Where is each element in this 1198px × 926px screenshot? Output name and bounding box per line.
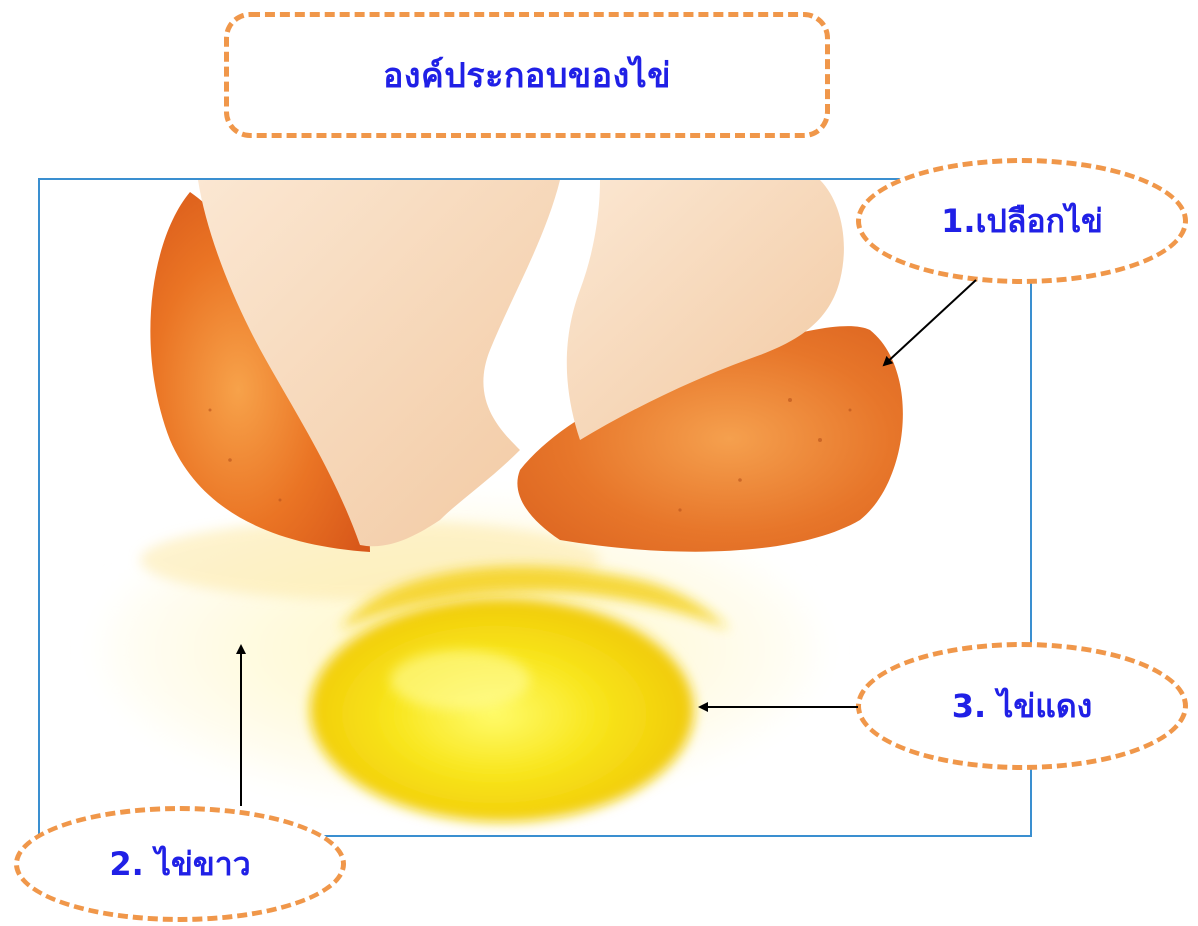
egg-yolk xyxy=(310,598,694,822)
diagram-title: องค์ประกอบของไข่ xyxy=(382,56,672,96)
cracked-egg-illustration xyxy=(100,180,903,822)
white-label: 2. ไข่ขาว xyxy=(14,806,346,922)
egg-photo xyxy=(38,178,1032,837)
title-box: องค์ประกอบของไข่ xyxy=(224,12,830,138)
shell-label-text: 1.เปลือกไข่ xyxy=(941,201,1103,240)
white-label-text: 2. ไข่ขาว xyxy=(109,844,251,883)
yolk-label-text: 3. ไข่แดง xyxy=(951,686,1093,725)
left-shell-outer xyxy=(150,192,370,552)
yolk-label: 3. ไข่แดง xyxy=(856,642,1188,770)
shell-speckles xyxy=(208,398,852,512)
right-shell-outer xyxy=(517,326,903,552)
inner-shell-left xyxy=(198,180,560,547)
inner-shell-right xyxy=(566,180,844,440)
shell-label: 1.เปลือกไข่ xyxy=(856,158,1188,284)
